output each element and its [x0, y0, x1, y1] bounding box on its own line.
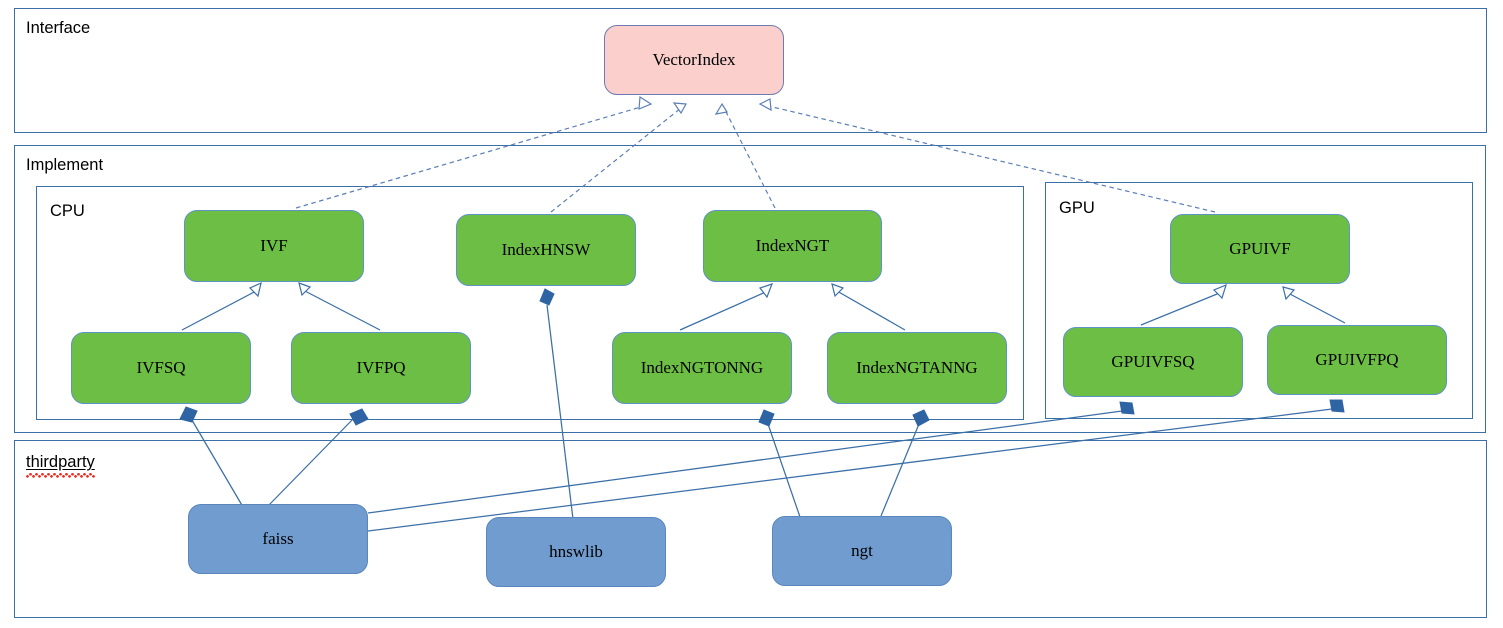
- node-gpuivfsq[interactable]: GPUIVFSQ: [1063, 327, 1243, 397]
- node-ivfpq[interactable]: IVFPQ: [291, 332, 471, 404]
- node-label-faiss: faiss: [262, 528, 294, 548]
- node-ivf[interactable]: IVF: [184, 210, 364, 282]
- node-indexngtonng[interactable]: IndexNGTONNG: [612, 332, 792, 404]
- node-label-indexngt: IndexNGT: [755, 235, 830, 255]
- node-gpuivf[interactable]: GPUIVF: [1170, 214, 1350, 284]
- node-label-indexhnsw: IndexHNSW: [501, 239, 591, 259]
- node-vectorindex[interactable]: VectorIndex: [604, 25, 784, 95]
- group-label-thirdparty: thirdparty: [26, 453, 95, 478]
- node-label-ngt: ngt: [851, 540, 873, 560]
- node-ivfsq[interactable]: IVFSQ: [71, 332, 251, 404]
- node-label-indexngtanng: IndexNGTANNG: [856, 357, 978, 377]
- node-label-hnswlib: hnswlib: [549, 541, 603, 561]
- group-label-implement: Implement: [26, 156, 104, 174]
- group-label-interface: Interface: [26, 19, 91, 37]
- group-label-thirdparty-text: thirdparty: [26, 453, 95, 471]
- node-ngt[interactable]: ngt: [772, 516, 952, 586]
- node-label-gpuivf: GPUIVF: [1229, 238, 1291, 258]
- node-label-ivfsq: IVFSQ: [136, 357, 186, 377]
- node-label-ivfpq: IVFPQ: [356, 357, 406, 377]
- node-label-ivf: IVF: [260, 235, 288, 255]
- node-label-gpuivfpq: GPUIVFPQ: [1315, 349, 1399, 369]
- node-indexngt[interactable]: IndexNGT: [703, 210, 882, 282]
- node-gpuivfpq[interactable]: GPUIVFPQ: [1267, 325, 1447, 395]
- spellcheck-squiggle-icon: [26, 472, 95, 478]
- group-label-gpu: GPU: [1059, 199, 1095, 217]
- node-label-indexngtonng: IndexNGTONNG: [640, 357, 764, 377]
- node-faiss[interactable]: faiss: [188, 504, 368, 574]
- node-hnswlib[interactable]: hnswlib: [486, 517, 666, 587]
- node-indexhnsw[interactable]: IndexHNSW: [456, 214, 636, 286]
- node-label-vectorindex: VectorIndex: [652, 49, 736, 69]
- node-label-gpuivfsq: GPUIVFSQ: [1111, 351, 1195, 371]
- node-indexngtanng[interactable]: IndexNGTANNG: [827, 332, 1007, 404]
- group-label-cpu: CPU: [50, 202, 85, 220]
